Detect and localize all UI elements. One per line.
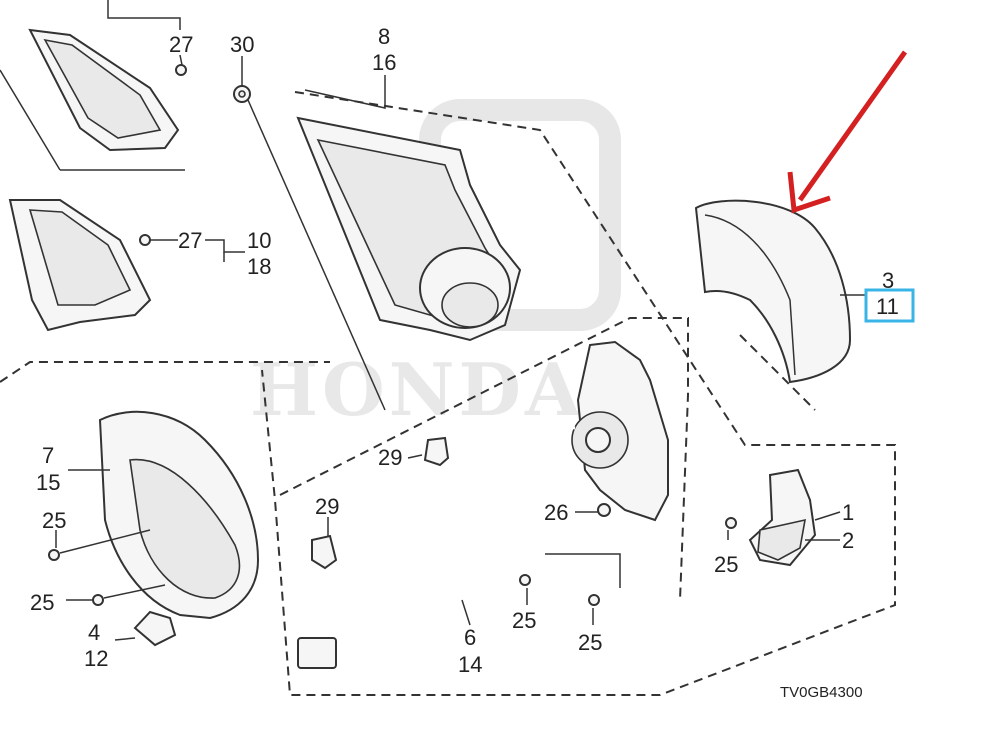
- callout-25-b: 25: [30, 590, 54, 615]
- callout-10: 10: [247, 228, 271, 253]
- clip-lower: [311, 534, 338, 570]
- group-boundary-main: [261, 91, 896, 696]
- callout-6: 6: [464, 625, 476, 650]
- callout-29-lower: 29: [315, 494, 339, 519]
- callout-2: 2: [842, 528, 854, 553]
- callout-25-e: 25: [578, 630, 602, 655]
- callout-7: 7: [42, 443, 54, 468]
- callout-1: 1: [842, 500, 854, 525]
- callout-16: 16: [372, 50, 396, 75]
- callout-labels: 27 30 8 16 27 10 18 3 11 7 15 25 25 4 12…: [30, 24, 899, 677]
- mirror-base-upper: [0, 28, 185, 171]
- callout-4: 4: [88, 620, 100, 645]
- callout-8: 8: [378, 24, 390, 49]
- highlight-box: [864, 288, 915, 323]
- leader-lines: [55, 0, 866, 641]
- watermark-text: HONDA: [250, 347, 585, 432]
- fasteners: [48, 64, 737, 606]
- skull-cap: [694, 199, 852, 384]
- clip-upper: [423, 436, 450, 467]
- mirror-housing: [98, 410, 260, 620]
- callout-25-a: 25: [42, 508, 66, 533]
- callout-12: 12: [84, 646, 108, 671]
- mirror-glass: [296, 116, 522, 342]
- diagram-code: TV0GB4300: [780, 684, 863, 701]
- callout-25-d: 25: [512, 608, 536, 633]
- cover: [133, 610, 177, 647]
- callout-25-c: 25: [714, 552, 738, 577]
- callout-26: 26: [544, 500, 568, 525]
- callout-27-top: 27: [169, 32, 193, 57]
- callout-29-upper: 29: [378, 445, 402, 470]
- mirror-base-lower: [8, 199, 152, 332]
- honda-watermark: HONDA: [250, 99, 621, 432]
- mirror-actuator: [571, 340, 669, 522]
- callout-3: 3: [882, 268, 894, 293]
- group-boundary-mirror: [739, 334, 816, 411]
- group-boundary-inner: [279, 317, 689, 601]
- red-arrow-indicator: [787, 50, 908, 214]
- callout-30: 30: [230, 32, 254, 57]
- callout-18: 18: [247, 254, 271, 279]
- side-turn-light: [748, 468, 817, 567]
- callout-15: 15: [36, 470, 60, 495]
- callout-27-mid: 27: [178, 228, 202, 253]
- wire-harness: [297, 418, 576, 669]
- callout-14: 14: [458, 652, 482, 677]
- callout-11: 11: [876, 294, 899, 319]
- group-boundary-left: [0, 361, 330, 383]
